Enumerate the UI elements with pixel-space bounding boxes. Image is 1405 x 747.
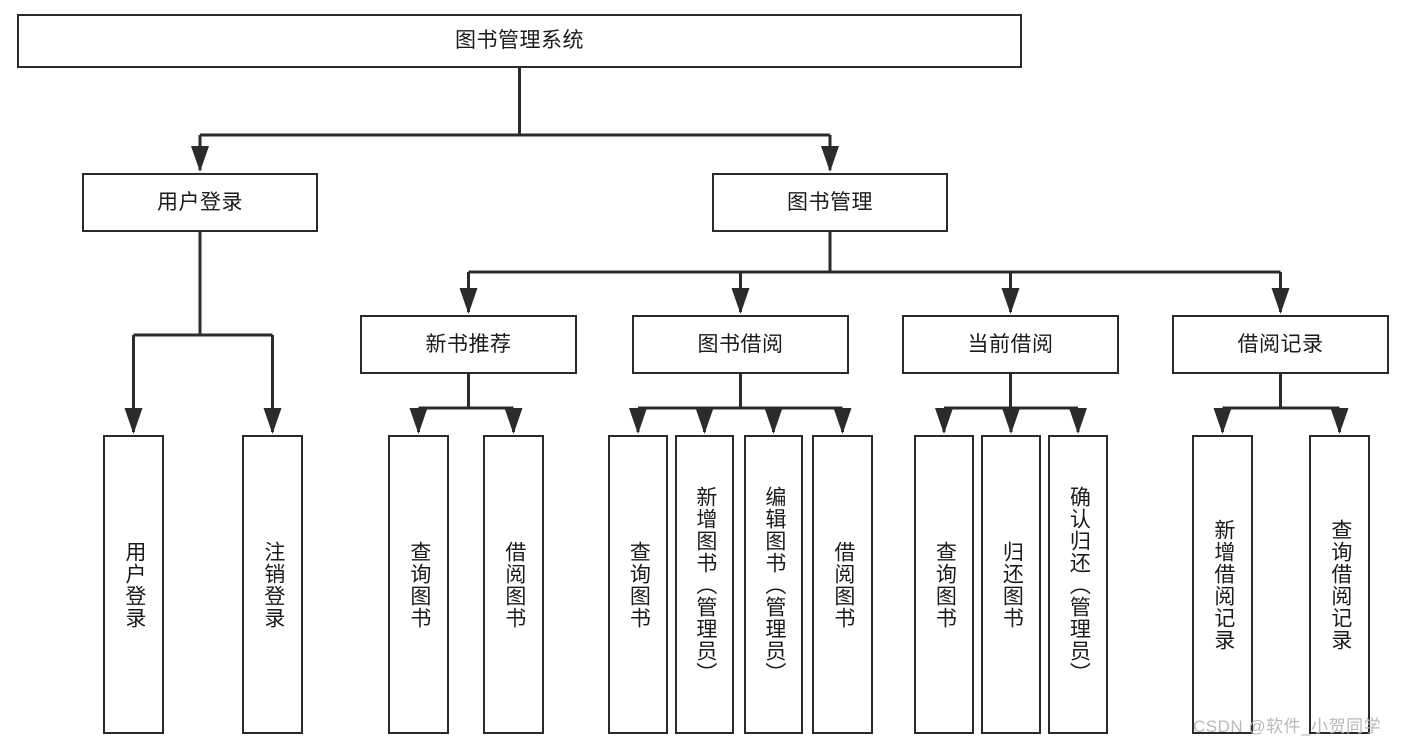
arrow-head-icon [935,408,953,434]
node-label: 借阅图书 [831,540,855,629]
node-label: 查询图书 [933,540,957,629]
arrow-head-icon [191,146,209,172]
arrow-head-icon [1001,288,1020,314]
node-label: 编辑图书（管理员） [762,485,786,684]
arrow-head-icon [504,408,523,434]
arrow-head-icon [821,146,839,172]
node-label: 注销登录 [261,540,285,629]
node-label: 新书推荐 [425,332,512,356]
arrow-head-icon [1213,408,1232,434]
node-leaf-add-book-admin[interactable]: 新增图书（管理员） [675,435,734,734]
arrow-head-icon [263,408,282,434]
arrow-head-icon [1069,408,1087,434]
node-leaf-query-record[interactable]: 查询借阅记录 [1309,435,1370,734]
arrow-head-icon [731,288,750,314]
node-leaf-query-book-3[interactable]: 查询图书 [914,435,974,734]
node-label: 确认归还（管理员） [1067,485,1091,684]
node-label: 查询借阅记录 [1328,518,1352,651]
node-leaf-query-book-1[interactable]: 查询图书 [388,435,449,734]
node-leaf-user-login[interactable]: 用户登录 [103,435,164,734]
node-book-management[interactable]: 图书管理 [712,173,948,232]
csdn-watermark: CSDN @软件_小贺同学 [1193,717,1382,736]
node-book-borrow[interactable]: 图书借阅 [632,315,849,374]
node-label: 用户登录 [122,540,146,629]
node-leaf-edit-book-admin[interactable]: 编辑图书（管理员） [744,435,803,734]
node-leaf-logout-login[interactable]: 注销登录 [242,435,303,734]
arrow-head-icon [695,408,714,434]
arrow-head-icon [629,408,647,434]
node-label: 新增借阅记录 [1211,518,1235,651]
node-label: 当前借阅 [967,332,1054,356]
arrow-head-icon [833,408,852,434]
node-root[interactable]: 图书管理系统 [17,14,1022,68]
node-label: 借阅图书 [502,540,526,629]
node-label: 借阅记录 [1237,332,1324,356]
node-leaf-confirm-return[interactable]: 确认归还（管理员） [1048,435,1108,734]
node-leaf-borrow-book-2[interactable]: 借阅图书 [812,435,873,734]
arrow-head-icon [1002,408,1020,434]
node-label: 归还图书 [1000,540,1024,629]
arrow-head-icon [764,408,783,434]
node-label: 新增图书（管理员） [693,485,717,684]
node-label: 图书借阅 [697,332,784,356]
node-current-borrow[interactable]: 当前借阅 [902,315,1119,374]
node-label: 查询图书 [407,540,431,629]
node-label: 图书管理 [787,190,873,214]
node-label: 用户登录 [157,190,243,214]
node-label: 查询图书 [627,540,651,629]
node-label: 图书管理系统 [455,29,584,53]
node-new-book-recommend[interactable]: 新书推荐 [360,315,577,374]
node-user-login[interactable]: 用户登录 [82,173,318,232]
node-leaf-borrow-book-1[interactable]: 借阅图书 [483,435,544,734]
arrow-head-icon [1330,408,1349,434]
arrow-head-icon [124,408,143,434]
arrow-head-icon [459,288,478,314]
node-borrow-record[interactable]: 借阅记录 [1172,315,1389,374]
node-leaf-return-book[interactable]: 归还图书 [981,435,1041,734]
arrow-head-icon [409,408,428,434]
node-leaf-query-book-2[interactable]: 查询图书 [608,435,668,734]
node-leaf-add-record[interactable]: 新增借阅记录 [1192,435,1253,734]
arrow-head-icon [1271,288,1290,314]
